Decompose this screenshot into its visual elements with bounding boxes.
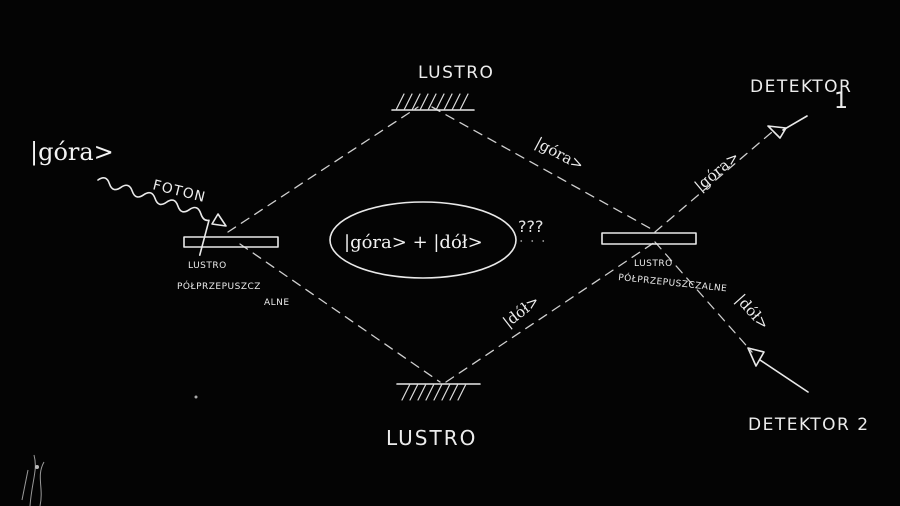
beam-paths bbox=[227, 106, 773, 383]
detector-1-number: 1 bbox=[834, 89, 848, 114]
initial-state-label: |góra> bbox=[30, 138, 114, 167]
beamsplitter-2-label-line1: LUSTRO bbox=[634, 259, 673, 269]
mirror-bottom-label: LUSTRO bbox=[386, 426, 477, 450]
beam-to-detector-1 bbox=[654, 131, 773, 233]
chalk-smudge bbox=[21, 395, 198, 506]
beamsplitter-1 bbox=[183, 236, 279, 248]
beam-to-detector-2 bbox=[654, 241, 753, 353]
beamsplitter-2 bbox=[601, 232, 697, 245]
detector-1 bbox=[767, 115, 808, 139]
photon-arrowhead bbox=[211, 213, 227, 227]
beam-upper-right bbox=[431, 106, 656, 232]
superposition-ellipse bbox=[329, 201, 517, 279]
detector-2-label: DETEKTOR 2 bbox=[748, 415, 870, 435]
question-marks: ??? bbox=[518, 217, 543, 236]
beam-upper-left bbox=[227, 106, 419, 233]
beamsplitter-1-label-line1: LUSTRO bbox=[188, 261, 227, 271]
path-label-detector-1: |góra> bbox=[691, 148, 743, 195]
beamsplitter-1-label-line2: PÓŁPRZEPUSZCZ bbox=[177, 280, 261, 292]
mirror-top-label: LUSTRO bbox=[418, 63, 494, 83]
detector-2 bbox=[747, 347, 809, 393]
beam-lower-right bbox=[445, 241, 656, 383]
beam-lower-left bbox=[239, 243, 441, 383]
mirror-top bbox=[391, 93, 475, 111]
path-label-detector-2: |dół> bbox=[732, 291, 773, 334]
beamsplitter-2-label-line2: PÓŁPRZEPUSZCZALNE bbox=[618, 271, 728, 294]
photon-label: FOTON bbox=[151, 177, 207, 206]
beamsplitter-1-label-line3: ALNE bbox=[264, 298, 290, 308]
photon-wave bbox=[97, 177, 227, 256]
detector-1-label: DETEKTOR bbox=[750, 77, 852, 97]
path-label-lower: |dół> bbox=[499, 292, 542, 332]
path-label-upper: |góra> bbox=[532, 134, 587, 174]
mirror-bottom bbox=[396, 383, 481, 401]
superposition-label: |góra> + |dół> bbox=[344, 232, 483, 253]
